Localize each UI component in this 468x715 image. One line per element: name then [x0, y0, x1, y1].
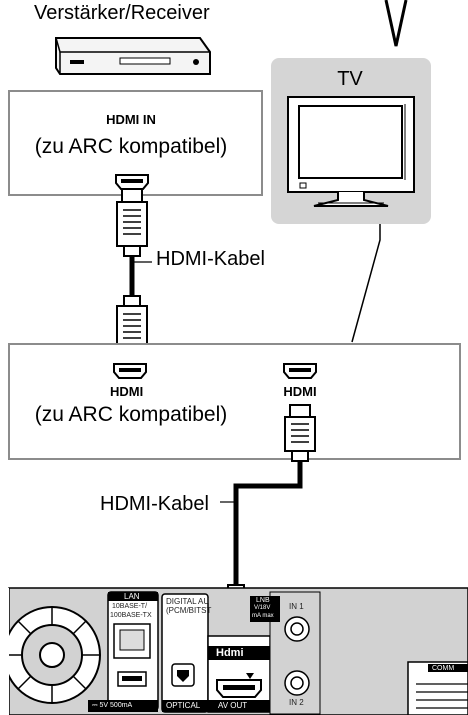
cable1-label: HDMI-Kabel [156, 248, 265, 270]
lan-spec1: 10BASE-T/ [112, 603, 148, 610]
recorder-hdmi1-label: HDMI [110, 384, 144, 399]
hdmi-cable-1 [116, 188, 152, 361]
hdmi-port-icon [115, 174, 149, 190]
tv-label: TV [337, 68, 363, 90]
lnb-current: mA max [252, 613, 274, 619]
lnb-label: LNB [256, 597, 270, 604]
recorder-arc-compat-label: (zu ARC kompatibel) [34, 403, 228, 426]
in2-label: IN 2 [289, 698, 304, 707]
lan-title: LAN [124, 592, 140, 601]
usb-power-label: ⎓ 5V 500mA [92, 702, 133, 709]
amplifier-device-icon [55, 37, 211, 75]
cable2-label: HDMI-Kabel [100, 493, 209, 515]
rear-panel [0, 587, 468, 715]
pcm-bitstream-label: (PCM/BITST [166, 606, 212, 615]
antenna-icon [384, 0, 408, 47]
antenna-input-in2-icon [284, 670, 310, 696]
fan-vent-icon [0, 588, 101, 715]
av-out-label: AV OUT [218, 701, 248, 710]
optical-label: OPTICAL [166, 701, 201, 710]
antenna-input-in1-icon [284, 616, 310, 642]
hdmi-port-icon [283, 363, 317, 379]
hdmi-port-icon [113, 363, 147, 379]
amplifier-label: Verstärker/Receiver [34, 2, 210, 24]
in1-label: IN 1 [289, 602, 304, 611]
lnb-voltage: V/18V [254, 605, 271, 611]
hdmi-logo: Hdmi [216, 647, 244, 659]
tv-icon [287, 96, 415, 207]
recorder-hdmi2-label: HDMI [283, 384, 317, 399]
amp-arc-compat-label: (zu ARC kompatibel) [34, 135, 228, 158]
amp-hdmi-in-label: HDMI IN [106, 112, 156, 127]
tv-link-line [351, 224, 381, 343]
recorder-box [8, 343, 461, 460]
lan-spec2: 100BASE-TX [110, 612, 152, 619]
common-label: COMM [432, 665, 455, 672]
digital-audio-label: DIGITAL AU [166, 597, 210, 606]
